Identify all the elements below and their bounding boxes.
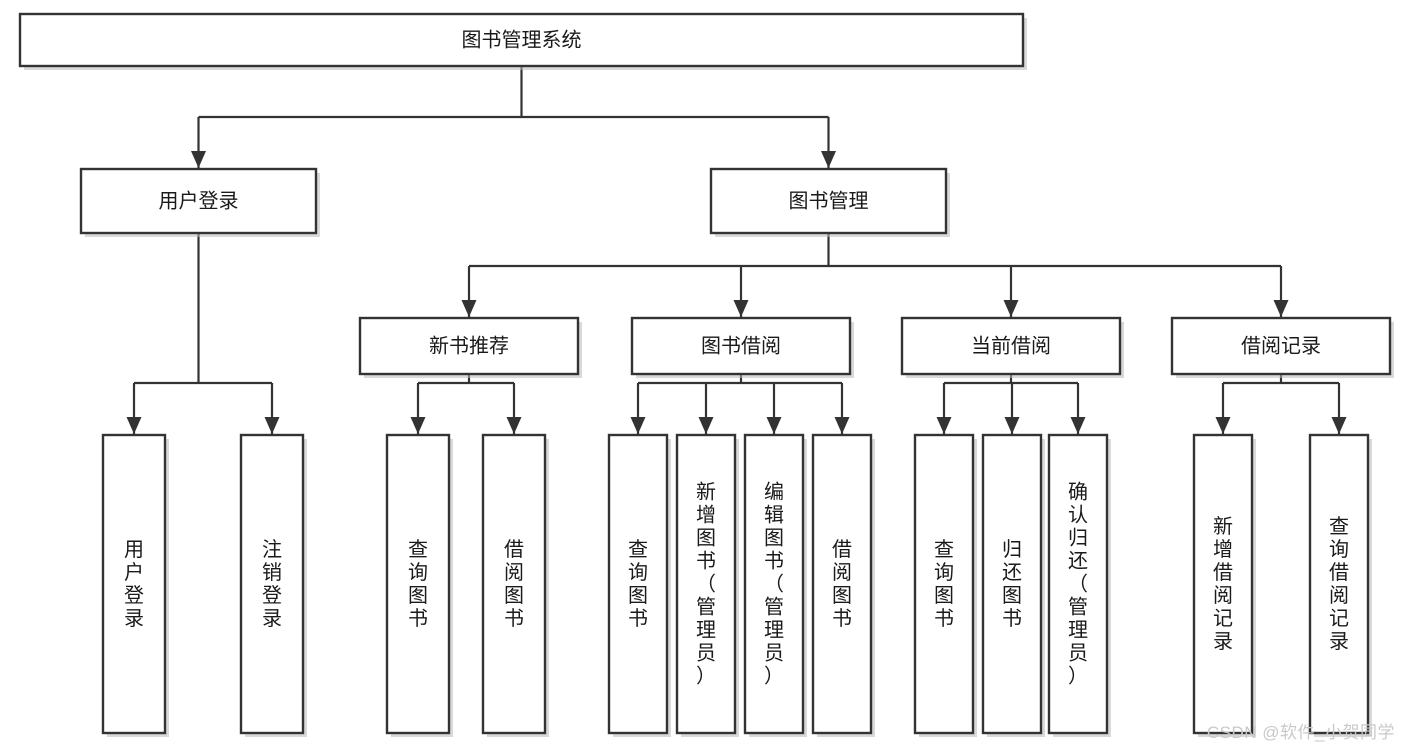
- node-new-book-recommend[interactable]: 新书推荐: [358, 316, 582, 378]
- node-leaf-query-record[interactable]: 查询借阅记录: [1308, 433, 1372, 737]
- node-leaf-return-book[interactable]: 归还图书: [981, 433, 1045, 737]
- node-label: 图书管理: [789, 189, 869, 212]
- node-label: 新书推荐: [429, 334, 509, 357]
- node-box[interactable]: [811, 433, 873, 735]
- node-box[interactable]: [385, 433, 451, 735]
- node-leaf-confirm-return[interactable]: 确认归还（管理员）: [1047, 433, 1111, 737]
- node-label: 查询借阅记录: [1329, 515, 1349, 653]
- arrow-head-icon: [126, 417, 142, 434]
- node-leaf-borrow-book-bor[interactable]: 借阅图书: [811, 433, 875, 737]
- node-leaf-query-book-cur[interactable]: 查询图书: [913, 433, 977, 737]
- node-label: 查询图书: [934, 538, 954, 630]
- node-label: 查询图书: [408, 538, 428, 630]
- arrow-head-icon: [1215, 417, 1231, 434]
- arrow-head-icon: [1273, 300, 1289, 317]
- node-leaf-logout[interactable]: 注销登录: [239, 433, 307, 737]
- node-label: 查询图书: [628, 538, 648, 630]
- arrow-head-icon: [936, 417, 952, 434]
- node-label: 新增借阅记录: [1213, 515, 1233, 653]
- node-leaf-borrow-book-rec[interactable]: 借阅图书: [481, 433, 549, 737]
- arrow-head-icon: [766, 417, 782, 434]
- node-label: 图书借阅: [701, 334, 781, 357]
- node-label: 借阅记录: [1241, 334, 1321, 357]
- node-box[interactable]: [18, 12, 1025, 68]
- arrow-head-icon: [506, 417, 522, 434]
- node-label: 图书管理系统: [462, 28, 582, 51]
- node-box[interactable]: [743, 433, 805, 735]
- node-box[interactable]: [1170, 316, 1392, 376]
- arrow-head-icon: [461, 300, 477, 317]
- arrow-head-icon: [1004, 417, 1020, 434]
- arrow-head-icon: [1003, 300, 1019, 317]
- node-box[interactable]: [630, 316, 852, 376]
- node-label: 当前借阅: [971, 334, 1051, 357]
- node-box[interactable]: [607, 433, 669, 735]
- node-leaf-query-book-bor[interactable]: 查询图书: [607, 433, 671, 737]
- node-leaf-query-book-rec[interactable]: 查询图书: [385, 433, 453, 737]
- node-label: 借阅图书: [504, 538, 524, 630]
- arrow-head-icon: [630, 417, 646, 434]
- node-label: 确认归还（管理员）: [1068, 480, 1088, 687]
- node-book-borrow[interactable]: 图书借阅: [630, 316, 854, 378]
- node-user-login[interactable]: 用户登录: [79, 167, 320, 237]
- node-root-system[interactable]: 图书管理系统: [18, 12, 1027, 70]
- arrow-head-icon: [733, 300, 749, 317]
- watermark-label: CSDN @软件_小贺同学: [1206, 723, 1395, 742]
- node-current-borrow[interactable]: 当前借阅: [900, 316, 1124, 378]
- node-label: 注销登录: [262, 538, 282, 630]
- node-label: 用户登录: [124, 539, 144, 630]
- node-box[interactable]: [913, 433, 975, 735]
- node-box[interactable]: [239, 433, 305, 735]
- node-leaf-add-record[interactable]: 新增借阅记录: [1192, 433, 1256, 737]
- connector-layer: [126, 66, 1347, 434]
- arrow-head-icon: [821, 151, 836, 168]
- node-leaf-user-login[interactable]: 用户登录: [101, 433, 169, 737]
- node-leaf-add-book[interactable]: 新增图书（管理员）: [675, 433, 739, 737]
- arrow-head-icon: [191, 151, 206, 168]
- node-label: 编辑图书（管理员）: [764, 480, 784, 687]
- node-label: 用户登录: [159, 189, 239, 212]
- node-box[interactable]: [358, 316, 580, 376]
- node-borrow-record[interactable]: 借阅记录: [1170, 316, 1394, 378]
- node-box[interactable]: [481, 433, 547, 735]
- node-box[interactable]: [1192, 433, 1254, 735]
- arrow-head-icon: [698, 417, 714, 434]
- arrow-head-icon: [264, 417, 280, 434]
- arrow-head-icon: [834, 417, 850, 434]
- node-box[interactable]: [981, 433, 1043, 735]
- node-book-manage[interactable]: 图书管理: [709, 167, 950, 237]
- node-box[interactable]: [709, 167, 948, 235]
- arrow-head-icon: [1070, 417, 1086, 434]
- node-layer: 图书管理系统用户登录图书管理新书推荐图书借阅当前借阅借阅记录用户登录注销登录查询…: [18, 12, 1394, 737]
- arrow-head-icon: [1331, 417, 1347, 434]
- node-label: 新增图书（管理员）: [696, 480, 716, 687]
- node-box[interactable]: [79, 167, 318, 235]
- node-label: 借阅图书: [832, 538, 852, 630]
- arrow-head-icon: [410, 417, 426, 434]
- node-box[interactable]: [900, 316, 1122, 376]
- node-label: 归还图书: [1002, 538, 1022, 630]
- node-box[interactable]: [675, 433, 737, 735]
- node-box[interactable]: [1308, 433, 1370, 735]
- node-box[interactable]: [1047, 433, 1109, 735]
- node-box[interactable]: [101, 433, 167, 735]
- node-leaf-edit-book[interactable]: 编辑图书（管理员）: [743, 433, 807, 737]
